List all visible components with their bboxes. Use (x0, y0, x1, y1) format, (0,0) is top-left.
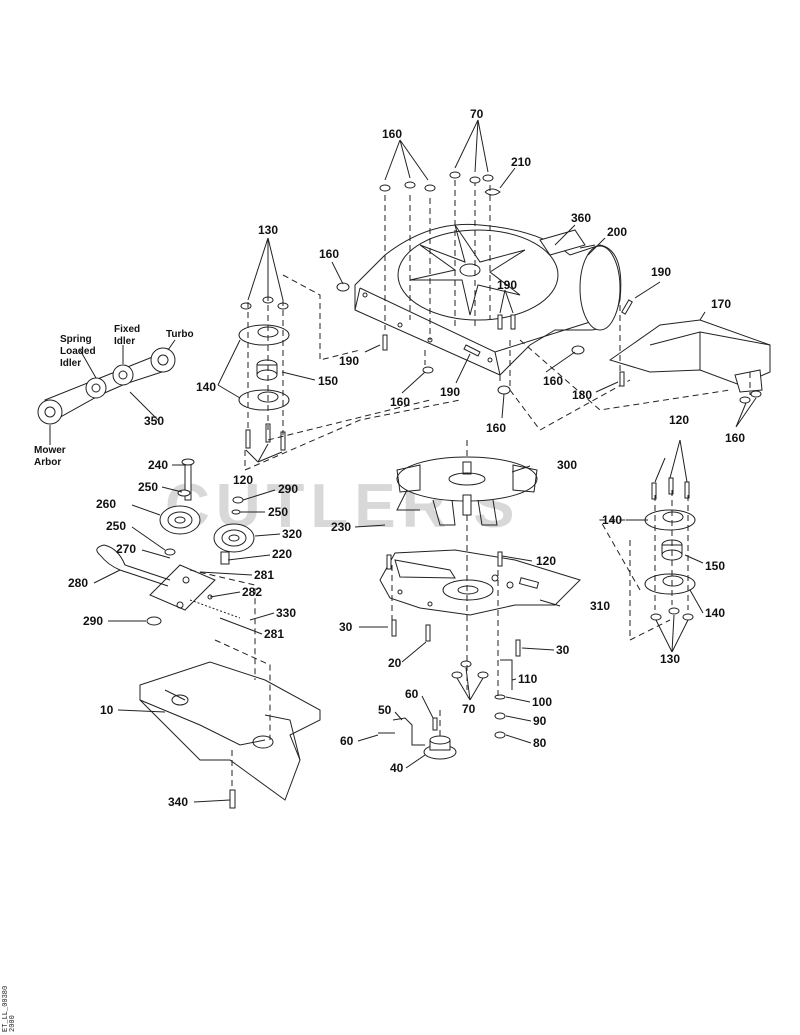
spring-loaded-idler-label-1: Spring (60, 334, 92, 345)
callout-100: 100 (532, 695, 552, 709)
callout-310: 310 (590, 599, 610, 613)
callout-190: 190 (651, 265, 671, 279)
lower-hardware (378, 551, 521, 760)
callout-340: 340 (168, 795, 188, 809)
callout-60: 60 (405, 687, 419, 701)
callout-210: 210 (511, 155, 531, 169)
mower-arbor-label-2: Arbor (34, 457, 61, 468)
idler-assembly (96, 458, 255, 626)
callout-220: 220 (272, 547, 292, 561)
fixed-idler-label-1: Fixed (114, 324, 140, 335)
callout-180: 180 (572, 388, 592, 402)
assembly-lines (189, 180, 751, 790)
callout-160: 160 (382, 127, 402, 141)
callout-290: 290 (83, 614, 103, 628)
callout-190: 190 (339, 354, 359, 368)
callout-360: 360 (571, 211, 591, 225)
callout-130: 130 (660, 652, 680, 666)
callout-160: 160 (390, 395, 410, 409)
spring-loaded-idler-label-2: Loaded (60, 346, 96, 357)
callout-190: 190 (440, 385, 460, 399)
blower-housing (354, 223, 622, 376)
callout-160: 160 (486, 421, 506, 435)
mower-arbor-label-1: Mower (34, 445, 66, 456)
callout-70: 70 (462, 702, 476, 716)
callout-140: 140 (196, 380, 216, 394)
belt-routing-diagram (37, 347, 176, 425)
callout-190: 190 (497, 278, 517, 292)
callout-50: 50 (378, 703, 392, 717)
belt-routing-labels: Spring Loaded Idler Fixed Idler Turbo Mo… (34, 324, 194, 468)
callout-20: 20 (388, 656, 402, 670)
callout-230: 230 (331, 520, 351, 534)
callout-30: 30 (556, 643, 570, 657)
callout-numbers: 160 70 210 360 200 130 160 190 190 170 1… (68, 107, 745, 809)
callout-282: 282 (242, 585, 262, 599)
fixed-idler-label-2: Idler (114, 336, 135, 347)
callout-10: 10 (100, 703, 114, 717)
callout-80: 80 (533, 736, 547, 750)
callout-281: 281 (254, 568, 274, 582)
callout-30: 30 (339, 620, 353, 634)
drawing-code-year: 2000 (9, 1015, 17, 1032)
callout-270: 270 (116, 542, 136, 556)
callout-320: 320 (282, 527, 302, 541)
callout-160: 160 (543, 374, 563, 388)
callout-350: 350 (144, 414, 164, 428)
callout-120: 120 (669, 413, 689, 427)
spring-loaded-idler-label-3: Idler (60, 358, 81, 369)
callout-281: 281 (264, 627, 284, 641)
mounting-bracket (139, 661, 321, 809)
turbo-label: Turbo (166, 329, 194, 340)
callout-170: 170 (711, 297, 731, 311)
discharge-chute (608, 319, 771, 393)
callout-140: 140 (602, 513, 622, 527)
bearing-stack-left (238, 296, 290, 451)
callout-260: 260 (96, 497, 116, 511)
callout-70: 70 (470, 107, 484, 121)
callout-90: 90 (533, 714, 547, 728)
callout-120: 120 (233, 473, 253, 487)
callout-200: 200 (607, 225, 627, 239)
callout-160: 160 (725, 431, 745, 445)
callout-250: 250 (106, 519, 126, 533)
callout-120: 120 (536, 554, 556, 568)
callout-280: 280 (68, 576, 88, 590)
callout-60: 60 (340, 734, 354, 748)
callout-150: 150 (705, 559, 725, 573)
callout-290: 290 (278, 482, 298, 496)
callout-140: 140 (705, 606, 725, 620)
impeller (396, 456, 538, 526)
callout-160: 160 (319, 247, 339, 261)
drawing-code: ET_LL_00380 2000 (2, 986, 17, 1032)
callout-110: 110 (518, 672, 538, 686)
callout-150: 150 (318, 374, 338, 388)
fasteners (336, 171, 762, 404)
leader-lines (49, 119, 757, 803)
callout-250: 250 (138, 480, 158, 494)
callout-250: 250 (268, 505, 288, 519)
callout-300: 300 (557, 458, 577, 472)
callout-40: 40 (390, 761, 404, 775)
callout-130: 130 (258, 223, 278, 237)
callout-240: 240 (148, 458, 168, 472)
callout-330: 330 (276, 606, 296, 620)
